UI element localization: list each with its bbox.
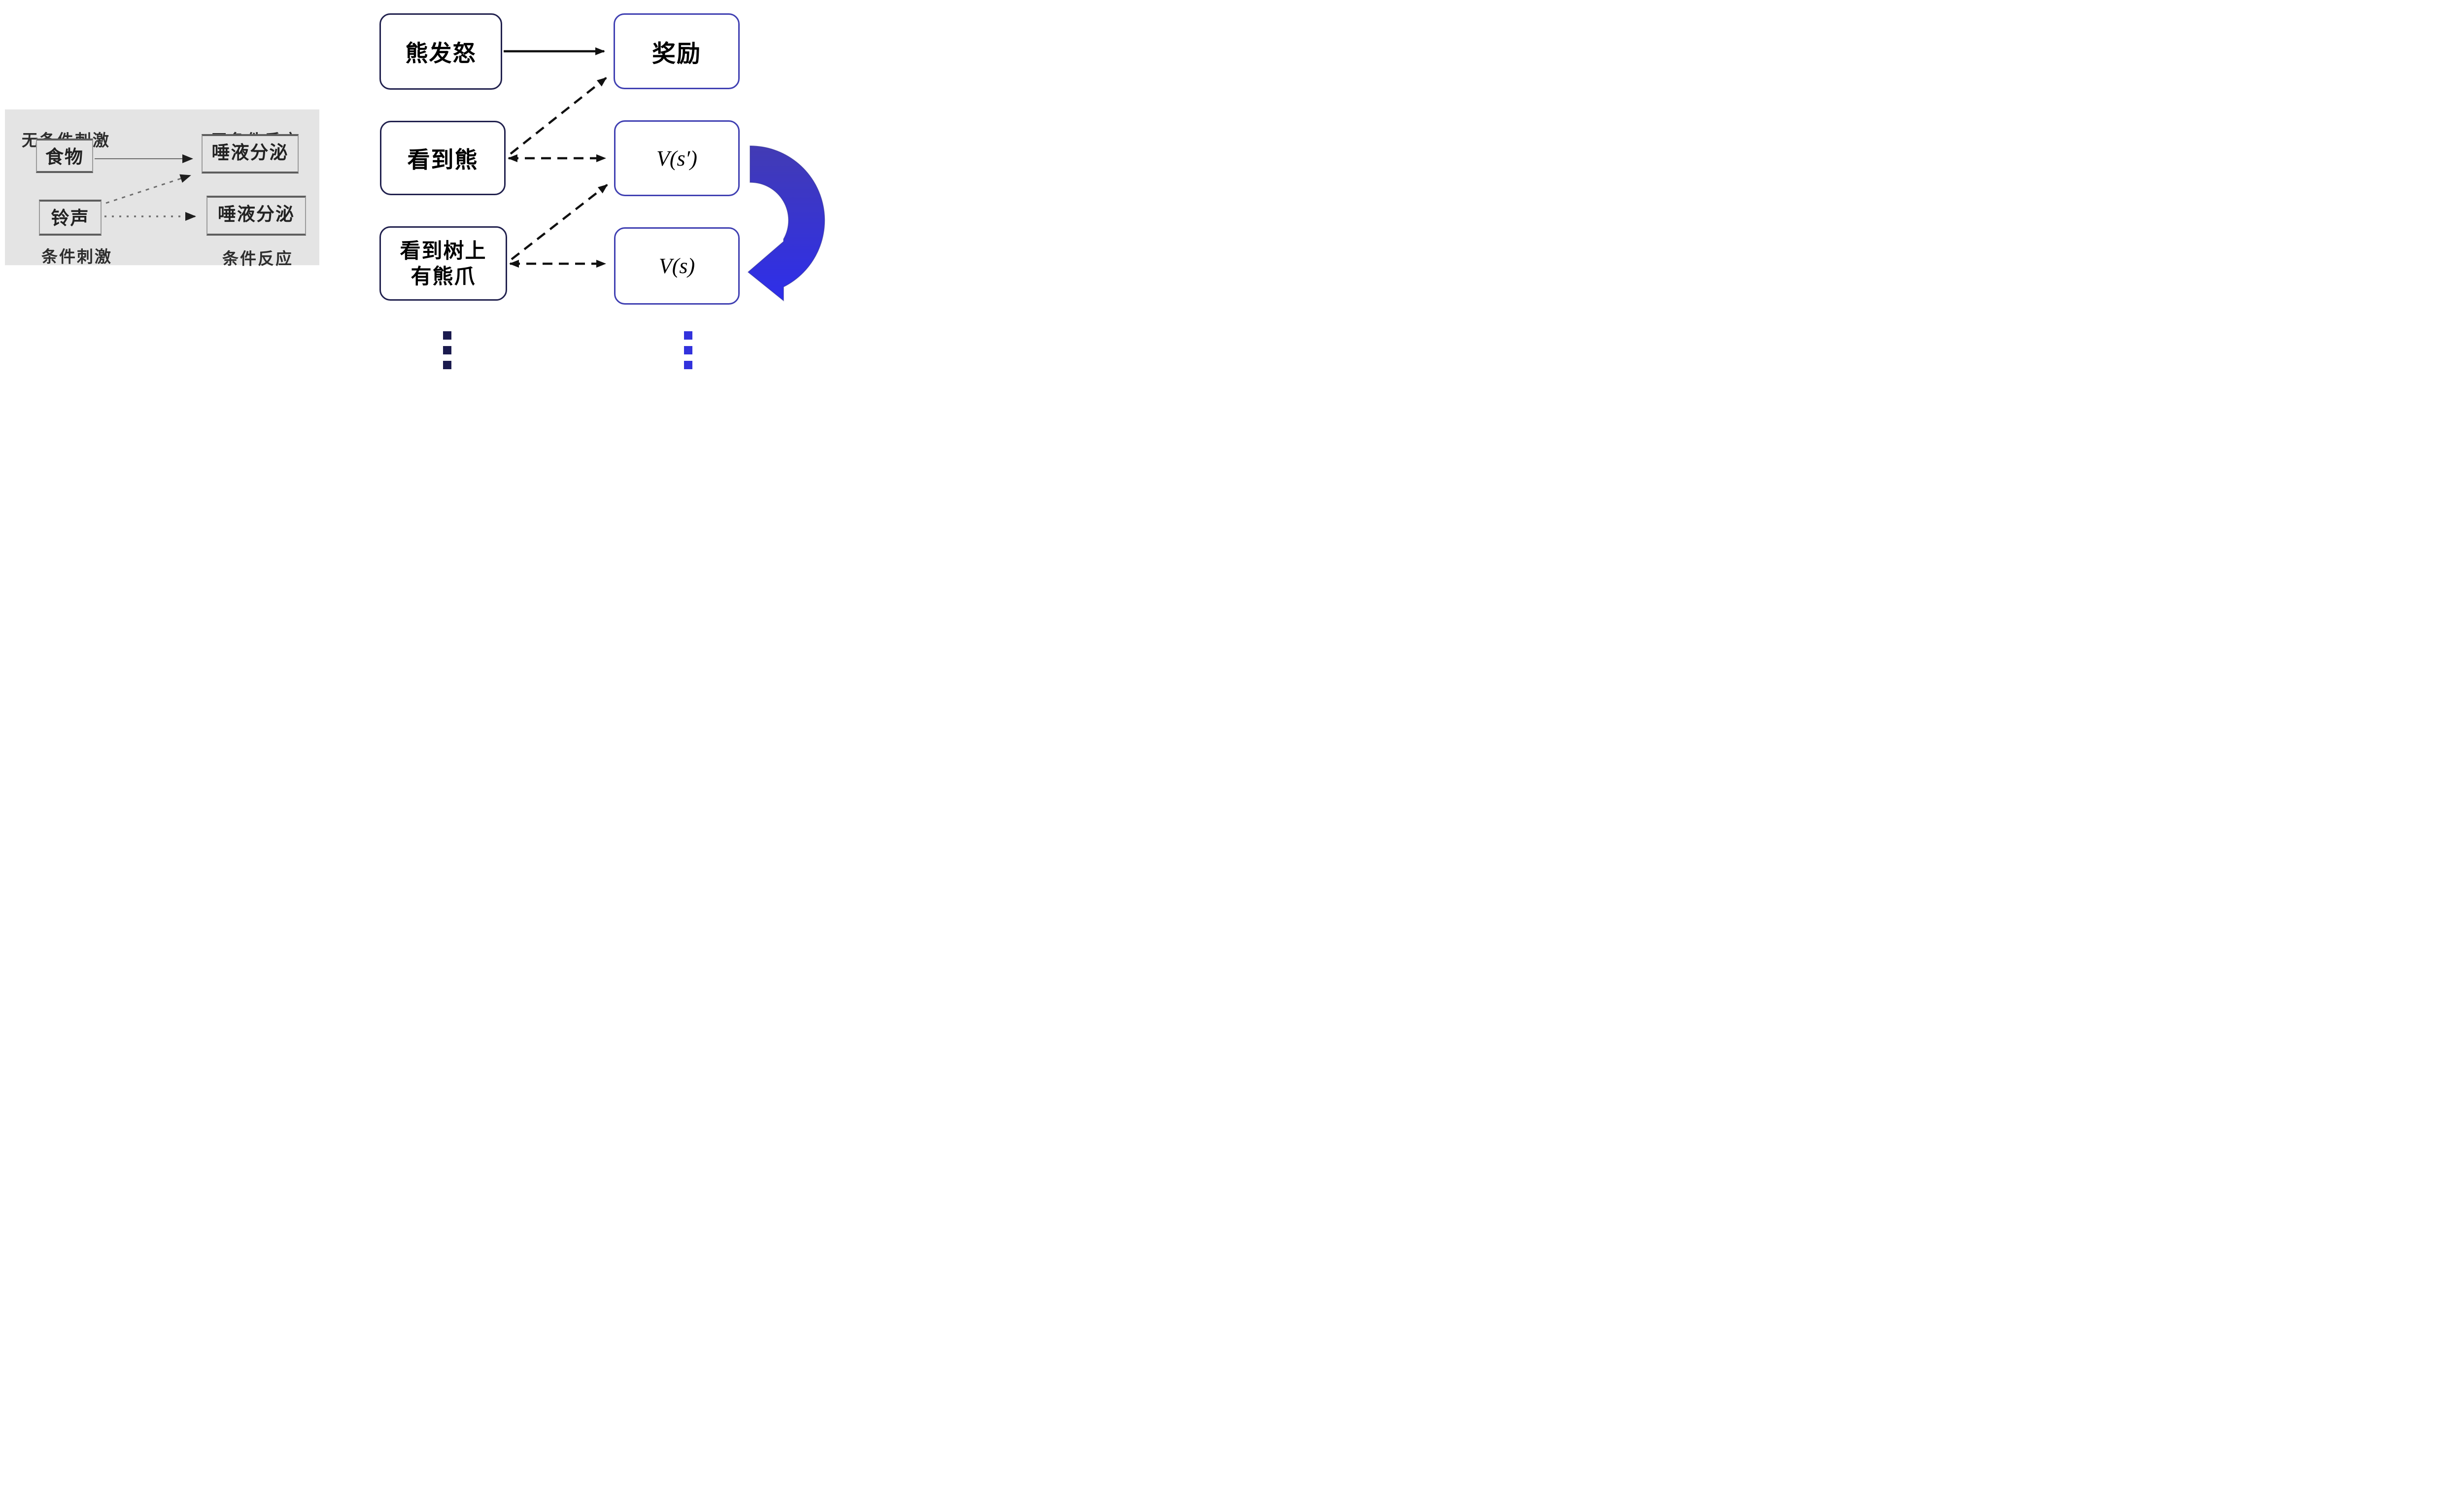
ellipsis-dots-left (443, 331, 451, 369)
node-see-claws: 看到树上 有熊爪 (379, 226, 507, 301)
box-food: 食物 (36, 139, 93, 173)
node-value-current-state: V(s) (614, 227, 740, 305)
arrow-see-bear-to-reward-dashed (510, 77, 607, 155)
label-conditioned-stimulus: 条件刺激 (41, 247, 112, 266)
label-conditioned-response: 条件反应 (222, 249, 293, 268)
node-see-bear: 看到熊 (380, 121, 506, 195)
loop-arrow-icon (747, 145, 825, 302)
node-see-claws-line2: 有熊爪 (411, 264, 476, 288)
node-value-next-state: V(s′) (614, 120, 740, 196)
node-see-claws-line1: 看到树上 (400, 239, 487, 262)
arrow-see-claws-to-value-next-dashed (511, 184, 608, 260)
node-bear-angry: 熊发怒 (379, 13, 502, 90)
box-bell: 铃声 (39, 200, 102, 236)
box-salivation-top: 唾液分泌 (202, 134, 299, 174)
box-salivation-bottom: 唾液分泌 (206, 196, 306, 236)
ellipsis-dots-right (684, 331, 692, 369)
diagram-canvas: 无条件刺激 无条件反应 条件刺激 条件反应 食物 唾液分泌 铃声 唾液分泌 熊发… (0, 0, 827, 375)
node-reward: 奖励 (614, 13, 740, 89)
